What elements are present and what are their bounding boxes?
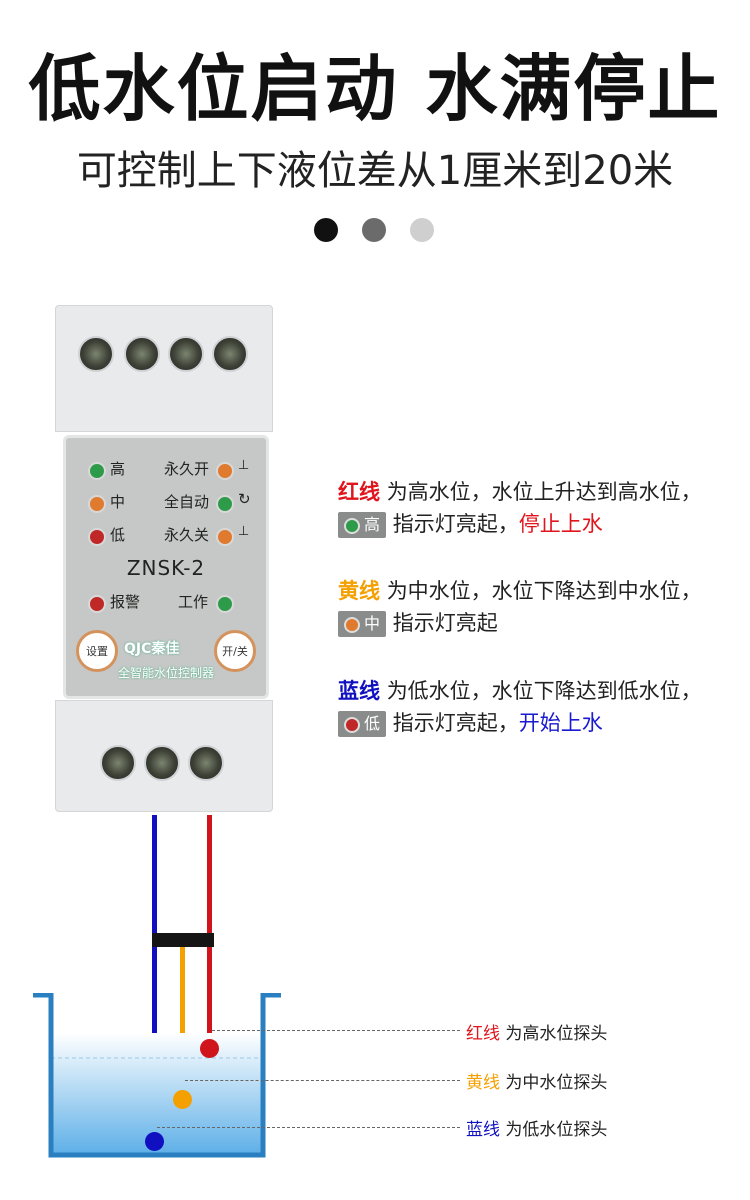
terminal-screw	[78, 336, 114, 372]
blue-probe	[145, 1132, 164, 1151]
probe-leader-high	[212, 1030, 460, 1031]
led-low	[88, 528, 106, 546]
desc-wire-red: 红线	[338, 480, 380, 504]
device-top-housing	[55, 305, 273, 432]
desc-mid: 黄线 为中水位，水位下降达到中水位， 中 指示灯亮起	[338, 575, 738, 639]
mode-open-label: 永久开	[164, 460, 210, 478]
carousel-pager	[314, 218, 434, 242]
led-mode-auto	[216, 495, 234, 513]
chip-label-high: 高	[364, 515, 381, 534]
desc-text-mid: 为中水位，水位下降达到中水位，	[386, 579, 702, 603]
yellow-wire	[180, 945, 185, 1095]
desc-wire-blue: 蓝线	[338, 679, 380, 703]
blue-wire	[152, 815, 157, 1142]
probe-leader-mid	[185, 1080, 460, 1081]
water-level-controller: 高 中 低 永久开 ⊥ 全自动 ↻ 永久关 ⊥ ZNSK-2 报警 工作 设置 …	[55, 305, 273, 812]
desc-tail-high: 指示灯亮起，	[392, 512, 519, 536]
red-probe	[200, 1039, 219, 1058]
probe-wire-yellow: 黄线	[466, 1073, 500, 1093]
device-bottom-housing	[55, 700, 273, 812]
probe-label-mid: 黄线 为中水位探头	[466, 1068, 607, 1093]
desc-tail-low: 指示灯亮起，	[392, 711, 519, 735]
brand-logo: QJC秦佳	[124, 641, 180, 657]
led-work	[216, 595, 234, 613]
terminal-screw	[124, 336, 160, 372]
desc-tail-mid: 指示灯亮起	[392, 611, 498, 635]
set-button[interactable]: 设置	[76, 630, 118, 672]
work-label: 工作	[178, 593, 209, 611]
probe-label-high: 红线 为高水位探头	[466, 1019, 607, 1044]
control-panel: 高 中 低 永久开 ⊥ 全自动 ↻ 永久关 ⊥ ZNSK-2 报警 工作 设置 …	[63, 435, 269, 699]
probe-wire-red: 红线	[466, 1024, 500, 1044]
probe-desc-low: 为低水位探头	[505, 1120, 608, 1140]
probe-desc-high: 为高水位探头	[505, 1024, 608, 1044]
led-low-label: 低	[110, 526, 126, 544]
probe-label-low: 蓝线 为低水位探头	[466, 1115, 607, 1140]
pager-dot-1[interactable]	[314, 218, 338, 242]
desc-wire-yellow: 黄线	[338, 579, 380, 603]
pager-dot-2[interactable]	[362, 218, 386, 242]
led-high	[88, 462, 106, 480]
terminal-screw	[188, 745, 224, 781]
indicator-chip-low: 低	[338, 711, 387, 737]
terminal-screw	[212, 336, 248, 372]
page-title: 低水位启动 水满停止	[28, 47, 722, 131]
led-mid	[88, 495, 106, 513]
cycle-icon: ↻	[238, 490, 251, 508]
led-mode-closed	[216, 528, 234, 546]
chip-label-mid: 中	[364, 614, 381, 633]
faucet-closed-icon: ⊥	[238, 524, 250, 539]
led-mode-open	[216, 462, 234, 480]
desc-high: 红线 为高水位，水位上升达到高水位， 高 指示灯亮起，停止上水	[338, 476, 738, 540]
led-alarm	[88, 595, 106, 613]
red-wire	[207, 815, 212, 1045]
wire-clamp	[152, 933, 214, 947]
probe-desc-mid: 为中水位探头	[505, 1073, 608, 1093]
desc-action-low: 开始上水	[518, 711, 603, 735]
indicator-chip-mid: 中	[338, 611, 387, 637]
pager-dot-3[interactable]	[410, 218, 434, 242]
led-high-label: 高	[110, 460, 126, 478]
alarm-label: 报警	[110, 593, 141, 611]
model-number: ZNSK-2	[126, 556, 206, 580]
led-mid-label: 中	[110, 493, 126, 511]
probe-leader-low	[157, 1127, 460, 1128]
brand-subtitle: 全智能水位控制器	[117, 666, 214, 680]
chip-label-low: 低	[364, 714, 381, 733]
mode-closed-label: 永久关	[164, 526, 210, 544]
mode-auto-label: 全自动	[164, 493, 210, 511]
probe-wire-blue: 蓝线	[466, 1120, 500, 1140]
desc-text-low: 为低水位，水位下降达到低水位，	[386, 679, 702, 703]
terminal-screw	[144, 745, 180, 781]
desc-action-high: 停止上水	[518, 512, 603, 536]
led-high-icon	[344, 517, 360, 534]
desc-low: 蓝线 为低水位，水位下降达到低水位， 低 指示灯亮起，开始上水	[338, 675, 738, 739]
terminal-screw	[168, 336, 204, 372]
power-button[interactable]: 开/关	[214, 630, 256, 672]
faucet-open-icon: ⊥	[238, 458, 250, 473]
led-low-icon	[344, 716, 360, 733]
yellow-probe	[173, 1090, 192, 1109]
terminal-screw	[100, 745, 136, 781]
led-mid-icon	[344, 616, 360, 633]
page-subtitle: 可控制上下液位差从1厘米到20米	[76, 148, 674, 194]
desc-text-high: 为高水位，水位上升达到高水位，	[386, 480, 702, 504]
indicator-chip-high: 高	[338, 512, 387, 538]
